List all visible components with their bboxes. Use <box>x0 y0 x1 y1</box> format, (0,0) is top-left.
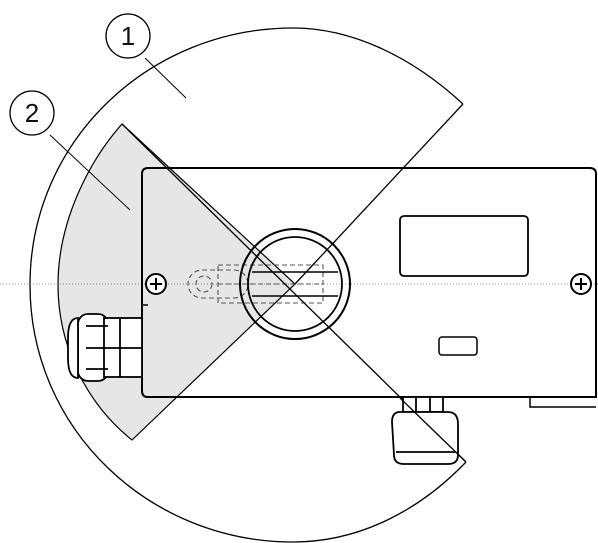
cable-gland-nut <box>67 317 79 379</box>
rotation-line-lower-overlay <box>399 397 467 463</box>
display-window <box>399 215 529 277</box>
shaft-inner-ring <box>247 236 343 332</box>
callout-1-label: 1 <box>121 21 135 51</box>
callout-2: 2 <box>9 90 131 211</box>
rotation-line-upper <box>294 103 464 285</box>
cable-gland <box>77 313 143 382</box>
shaft-outer-ring <box>239 228 351 340</box>
hidden-internal-parts <box>187 264 324 304</box>
shaded-sector-2 <box>57 123 296 441</box>
callout-1: 1 <box>105 13 187 99</box>
rotation-arc-1 <box>29 27 467 543</box>
screw-head-icon <box>145 273 167 295</box>
housing-foot <box>529 397 596 408</box>
indicator-window <box>438 336 478 356</box>
bottom-connector <box>391 396 459 465</box>
housing-body <box>141 167 597 398</box>
callout-2-label: 2 <box>25 98 39 128</box>
screw-head-icon <box>570 273 592 295</box>
